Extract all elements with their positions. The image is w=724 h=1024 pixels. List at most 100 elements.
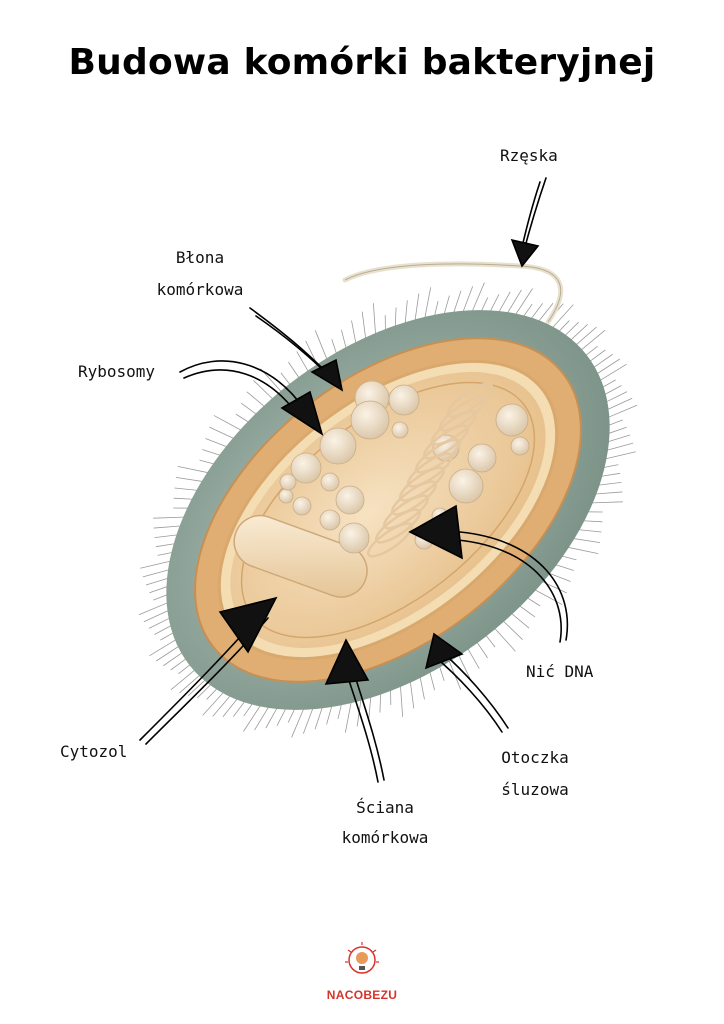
inclusion-body [233, 514, 368, 598]
pilus [578, 329, 606, 353]
pilus [179, 672, 203, 694]
ribosome [391, 421, 409, 439]
pilus [212, 693, 233, 717]
pilus [539, 579, 567, 594]
ribosome [448, 468, 484, 504]
pilus [253, 380, 276, 402]
label-cell-membrane-line2: komórkowa [156, 280, 244, 299]
brand-name: NACOBEZU [326, 988, 398, 1002]
ribosome [495, 403, 529, 437]
ribosomes-group [278, 380, 530, 554]
pilus [605, 434, 631, 444]
pilus [138, 601, 171, 616]
pilus [163, 650, 185, 667]
pilus [314, 330, 329, 363]
pilus [409, 678, 415, 709]
pilus [575, 528, 602, 533]
ribosome [467, 443, 497, 473]
pilus [174, 487, 201, 492]
pilus [145, 576, 171, 586]
ribosome [338, 522, 370, 554]
pilus [361, 311, 367, 342]
ribosome [292, 496, 312, 516]
pilus [546, 571, 571, 582]
pilus [573, 326, 597, 348]
pilus [456, 651, 471, 680]
label-cytosol: Cytozol [60, 742, 128, 761]
pilus [505, 289, 522, 316]
pilus [205, 438, 230, 449]
pilus [254, 704, 271, 731]
pilus [351, 320, 357, 347]
pilus [592, 491, 623, 495]
ribosome [319, 427, 357, 465]
pilus [500, 618, 523, 640]
pilus [594, 358, 621, 376]
page-title: Budowa komórki bakteryjnej [68, 42, 656, 83]
label-cell-membrane-line1: Błona [175, 248, 225, 267]
pilus [148, 616, 173, 629]
label-capsule-line2: śluzowa [501, 780, 569, 799]
pilus [604, 442, 634, 452]
pilus [399, 682, 404, 717]
pilus [497, 291, 511, 315]
pilus [604, 397, 633, 412]
ribosome [388, 384, 420, 416]
pilus [177, 466, 212, 474]
pilus [492, 625, 516, 652]
label-cell-wall: Ściana komórkowa [320, 796, 450, 850]
pilus [470, 282, 485, 315]
ribosome [278, 488, 294, 504]
pilus [344, 699, 353, 733]
pilus [419, 673, 425, 700]
annotation-arrows [139, 177, 569, 783]
pilus [588, 501, 623, 504]
pilus [508, 611, 530, 629]
pilus [222, 696, 240, 717]
pilus [302, 705, 315, 734]
pilus [591, 353, 613, 370]
pilus [564, 546, 599, 554]
ribosome [290, 452, 322, 484]
pilus [602, 451, 636, 460]
pilus [372, 303, 377, 338]
pilus [143, 608, 172, 623]
pilus [140, 560, 174, 569]
label-ribosomes: Rybosomy [78, 362, 156, 381]
label-capsule: Otoczka śluzowa [480, 746, 590, 802]
pilus [153, 516, 188, 519]
pilus [202, 689, 226, 716]
pilus [243, 702, 263, 732]
pilus [532, 588, 563, 605]
label-dna: Nić DNA [526, 662, 594, 681]
label-cell-membrane: Błona komórkowa [130, 246, 270, 302]
pilus [246, 391, 268, 409]
label-capsule-line1: Otoczka [501, 748, 569, 767]
pilus [149, 637, 179, 657]
pilus [188, 677, 208, 696]
pilus [414, 293, 420, 324]
pilus [423, 287, 432, 321]
pilus [296, 351, 311, 375]
pilus [452, 290, 462, 316]
pilus [595, 482, 622, 486]
pilus [461, 286, 474, 315]
pilus [155, 644, 182, 662]
pilus [597, 363, 627, 383]
label-cell-wall-line2: komórkowa [341, 828, 429, 847]
pilus [213, 415, 244, 432]
ribosome [350, 400, 390, 440]
ribosome [510, 436, 530, 456]
pilus [550, 304, 574, 331]
pilus [570, 537, 601, 544]
pilus [265, 705, 279, 729]
pilus [513, 288, 533, 318]
pilus [142, 568, 172, 578]
pilus [314, 704, 324, 730]
pilus [536, 303, 554, 324]
ribosome [319, 509, 341, 531]
dna-strand [366, 382, 494, 558]
pilus [605, 404, 638, 419]
pilus [368, 693, 372, 720]
